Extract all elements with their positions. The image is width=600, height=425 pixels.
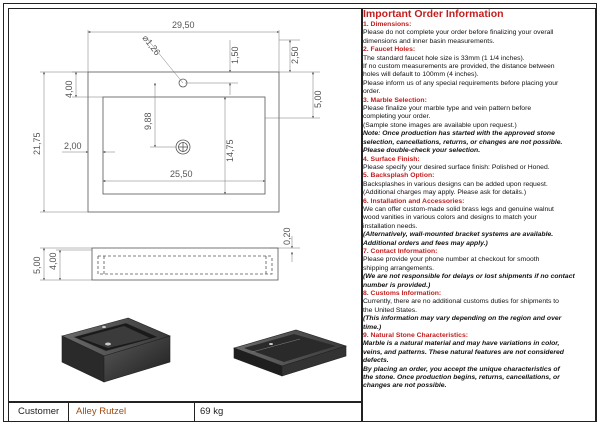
order-info-panel: Important Order Information 1. Dimension… bbox=[363, 8, 595, 425]
section-heading: 3. Marble Selection: bbox=[363, 96, 427, 104]
section-line: defects. bbox=[363, 357, 389, 365]
section-line: Backsplashes in various designs can be a… bbox=[363, 180, 548, 188]
section-line: installation needs. bbox=[363, 222, 418, 230]
section-line: We can offer custom-made solid brass leg… bbox=[363, 205, 554, 213]
section-heading: 8. Customs Information: bbox=[363, 290, 442, 297]
info-section: 1. Dimensions:Please do not complete you… bbox=[363, 21, 595, 46]
section-line: the United States. bbox=[363, 306, 418, 314]
section-line: time.) bbox=[363, 323, 382, 331]
section-line: veins, and patterns. These natural featu… bbox=[363, 348, 564, 356]
dim-overall-depth: 21,75 bbox=[32, 132, 42, 155]
section-heading: 1. Dimensions: bbox=[363, 21, 412, 28]
section-heading: 7. Contact Information: bbox=[363, 247, 438, 255]
info-section: 3. Marble Selection:Please finalize your… bbox=[363, 97, 595, 156]
customer-name: Alley Rutzel bbox=[76, 406, 127, 417]
section-line: Please specify your desired surface fini… bbox=[363, 163, 550, 171]
section-heading: 5. Backsplash Option: bbox=[363, 172, 435, 180]
section-line: Additional orders and fees may apply.) bbox=[363, 239, 488, 247]
info-sections: 1. Dimensions:Please do not complete you… bbox=[363, 21, 595, 391]
basin-outline bbox=[102, 96, 266, 195]
section-line: (Additional charges may apply. Please as… bbox=[363, 189, 527, 197]
info-section: 5. Backsplash Option:Backsplashes in var… bbox=[363, 172, 595, 197]
dim-hole-offset-top: 1,50 bbox=[230, 46, 240, 64]
isometric-view-top bbox=[61, 317, 171, 383]
section-line: The standard faucet hole size is 33mm (1… bbox=[363, 54, 525, 62]
title-block-border bbox=[8, 402, 362, 422]
section-line: shipping arrangements. bbox=[363, 264, 435, 272]
weight-value: 69 kg bbox=[200, 406, 224, 417]
info-section: 6. Installation and Accessories:We can o… bbox=[363, 198, 595, 248]
isometric-view-side bbox=[233, 329, 347, 377]
dim-side-margin: 2,00 bbox=[64, 141, 82, 151]
section-line: If no custom measurements are provided, … bbox=[363, 63, 555, 71]
top-view bbox=[87, 71, 280, 213]
info-section: 4. Surface Finish:Please specify your de… bbox=[363, 156, 595, 173]
dim-top-margin: 2,50 bbox=[290, 46, 300, 64]
sink-outline bbox=[87, 71, 280, 213]
section-heading: 2. Faucet Holes: bbox=[363, 46, 416, 54]
title-block-divider-1 bbox=[68, 402, 69, 422]
section-line: number is provided.) bbox=[363, 281, 431, 289]
dim-lip: 0,20 bbox=[282, 227, 292, 245]
info-section: 2. Faucet Holes:The standard faucet hole… bbox=[363, 46, 595, 96]
side-view bbox=[91, 247, 279, 281]
dim-hole-to-basin: 9,88 bbox=[143, 112, 153, 130]
section-line: Please inform us of any special requirem… bbox=[363, 79, 559, 87]
dimension-lines bbox=[40, 30, 320, 281]
dim-overall-width: 29,50 bbox=[172, 20, 195, 30]
section-line: (Alternatively, wall-mounted bracket sys… bbox=[363, 231, 554, 239]
section-line: By placing an order, you accept the uniq… bbox=[363, 365, 560, 373]
section-line: completing your order. bbox=[363, 113, 431, 121]
section-line: the stone. Once production begins, retur… bbox=[363, 374, 560, 382]
section-line: (We are not responsible for delays or lo… bbox=[363, 273, 575, 281]
section-line: changes are not possible. bbox=[363, 382, 447, 390]
section-line: Marble is a natural material and may hav… bbox=[363, 340, 560, 348]
section-line: order. bbox=[363, 88, 381, 96]
dim-side-inner: 4,00 bbox=[48, 252, 58, 270]
dim-basin-width: 25,50 bbox=[170, 169, 193, 179]
drawing-area-border bbox=[8, 8, 362, 402]
section-line: Please double-check your selection. bbox=[363, 147, 481, 155]
section-line: wood vanities in various colors and desi… bbox=[363, 214, 537, 222]
section-line: Please provide your phone number at chec… bbox=[363, 256, 540, 264]
info-section: 9. Natural Stone Characteristics:Marble … bbox=[363, 332, 595, 391]
info-title: Important Order Information bbox=[363, 8, 504, 20]
section-line: selection, cancellations, returns, or ch… bbox=[363, 138, 563, 146]
dimension-labels: 29,50 ⌀1,26 1,50 2,50 4,00 5,00 9,88 21,… bbox=[32, 20, 323, 274]
section-line: Please finalize your marble type and vei… bbox=[363, 105, 532, 113]
dim-right-rim: 5,00 bbox=[313, 90, 323, 108]
side-outline bbox=[91, 247, 279, 281]
section-line: dimensions and inner basin measurements. bbox=[363, 37, 495, 45]
dim-basin-depth: 14,75 bbox=[225, 139, 235, 162]
section-heading: 6. Installation and Accessories: bbox=[363, 197, 465, 205]
dim-hole-diameter: ⌀1,26 bbox=[140, 33, 162, 57]
section-line: Note: Once production has started with t… bbox=[363, 130, 555, 138]
info-section: 7. Contact Information:Please provide yo… bbox=[363, 248, 595, 290]
section-heading: 9. Natural Stone Characteristics: bbox=[363, 332, 469, 340]
title-block-divider-2 bbox=[194, 402, 195, 422]
section-line: Please do not complete your order before… bbox=[363, 29, 554, 37]
section-heading: 4. Surface Finish: bbox=[363, 155, 420, 163]
section-line: Currently, there are no additional custo… bbox=[363, 298, 559, 306]
info-section: 8. Customs Information:Currently, there … bbox=[363, 290, 595, 332]
section-line: (This information may vary depending on … bbox=[363, 315, 562, 323]
customer-label: Customer bbox=[18, 406, 60, 417]
section-line: holes will default to 100mm (4 inches). bbox=[363, 71, 479, 79]
dim-left-rim: 4,00 bbox=[64, 80, 74, 98]
dim-side-height: 5,00 bbox=[32, 256, 42, 274]
info-panel-border bbox=[362, 8, 596, 422]
section-line: (Sample stone images are available upon … bbox=[363, 121, 517, 129]
